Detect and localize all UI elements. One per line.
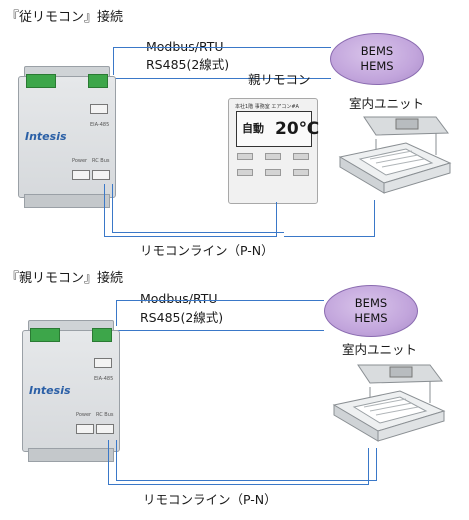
remote-mode: 自動 (242, 122, 264, 135)
section2-remote-line-drop2 (116, 440, 117, 480)
section1-line-label: リモコンライン（P-N） (140, 243, 274, 258)
section2-line-label: リモコンライン（P-N） (143, 492, 277, 507)
section1-bus-label-1: Modbus/RTU (146, 39, 224, 54)
gateway-brand: Intesis (25, 130, 67, 143)
gateway-rcbus-port (96, 424, 114, 434)
gateway-terminal-block (30, 328, 60, 342)
gateway-rs485-port (94, 358, 112, 368)
gateway-rcbus-port (92, 170, 110, 180)
gateway-rcbus-label: RC Bus (96, 412, 114, 418)
bems-label: BEMS (360, 44, 394, 58)
hems-label: HEMS (354, 311, 388, 325)
gateway-terminal-block (88, 74, 108, 88)
section1-title: 『従リモコン』接続 (6, 10, 124, 25)
bems-label: BEMS (354, 296, 388, 310)
remote-button (265, 169, 281, 176)
gateway-power-port (76, 424, 94, 434)
section1-gateway-device: Intesis EIA-485 Power RC Bus (18, 66, 116, 208)
hems-label: HEMS (360, 59, 394, 73)
section2-title: 『親リモコン』接続 (6, 271, 124, 286)
section2-indoor-unit (332, 364, 446, 442)
gateway-terminal-block (92, 328, 112, 342)
section2-unit-label: 室内ユニット (342, 342, 418, 357)
section1-unit-line-rise (374, 200, 375, 237)
section1-remote-line-rise (276, 202, 277, 237)
gateway-power-label: Power (72, 158, 88, 164)
remote-header: 本社1階 事務室 エアコン#A (235, 104, 299, 110)
remote-temperature: 20℃ (275, 119, 320, 139)
section1-remote-line2 (112, 232, 284, 233)
remote-button (237, 169, 253, 176)
gateway-rcbus-label: RC Bus (92, 158, 110, 164)
remote-button (293, 169, 309, 176)
remote-button (265, 153, 281, 160)
section2-gateway-device: Intesis EIA-485 Power RC Bus (22, 320, 120, 462)
remote-button (237, 153, 253, 160)
gateway-foot (28, 448, 114, 462)
section2-bems-bubble: BEMS HEMS (324, 285, 418, 337)
remote-button (293, 153, 309, 160)
gateway-foot (24, 194, 110, 208)
section2-bus-line-lower (98, 330, 324, 331)
gateway-terminal-block (26, 74, 56, 88)
section1-bus-line-lower (96, 78, 331, 79)
section2-bus-label-2: RS485(2線式) (140, 310, 224, 325)
section2-bus-label-1: Modbus/RTU (140, 291, 218, 306)
section2-remote-line (108, 484, 368, 485)
section2-bus-line-upper (116, 300, 324, 301)
section1-remote-line-drop2 (112, 184, 113, 232)
section2-unit-line-rise (368, 448, 369, 485)
section1-unit-label: 室内ユニット (349, 96, 425, 111)
section1-unit-line (284, 236, 374, 237)
section2-remote-line-drop (108, 440, 109, 484)
gateway-brand: Intesis (29, 384, 71, 397)
section1-remote-label: 親リモコン (248, 72, 311, 87)
section1-bus-line-upper-drop (113, 47, 114, 75)
section2-bus-line-upper-drop (116, 300, 117, 326)
main-remote-controller: 本社1階 事務室 エアコン#A 自動 20℃ (228, 98, 319, 204)
section2-remote-line2 (116, 480, 376, 481)
gateway-power-label: Power (76, 412, 92, 418)
section1-bus-line-upper (113, 47, 331, 48)
section1-indoor-unit (338, 116, 452, 194)
section1-bems-bubble: BEMS HEMS (330, 33, 424, 85)
section2-unit-line-rise2 (376, 448, 377, 481)
remote-screen: 自動 20℃ (236, 111, 319, 147)
gateway-eia-label: EIA-485 (90, 122, 110, 128)
section1-bus-label-2: RS485(2線式) (146, 57, 230, 72)
section1-remote-line-drop (104, 184, 105, 236)
section1-remote-line (104, 236, 276, 237)
gateway-power-port (72, 170, 90, 180)
gateway-eia-label: EIA-485 (94, 376, 114, 382)
gateway-rs485-port (90, 104, 108, 114)
